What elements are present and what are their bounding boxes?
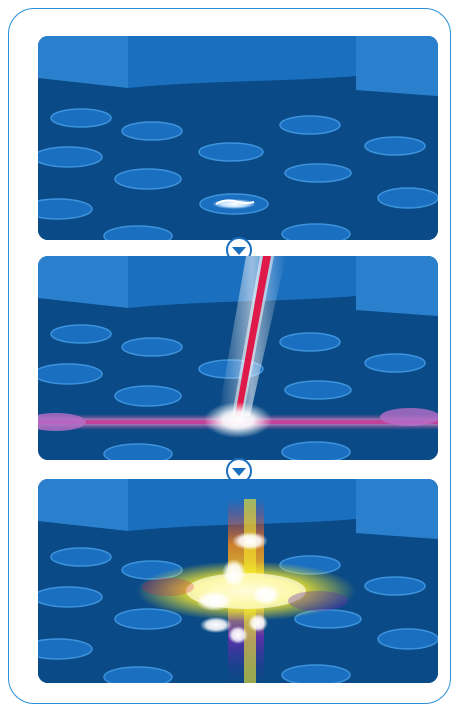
stage-1-panel — [38, 36, 438, 240]
tissue-layer-right — [356, 36, 438, 96]
target-cell — [200, 194, 268, 214]
stage-3-panel — [38, 479, 438, 683]
impact-flash — [204, 402, 272, 438]
stage-2-panel — [38, 256, 438, 460]
